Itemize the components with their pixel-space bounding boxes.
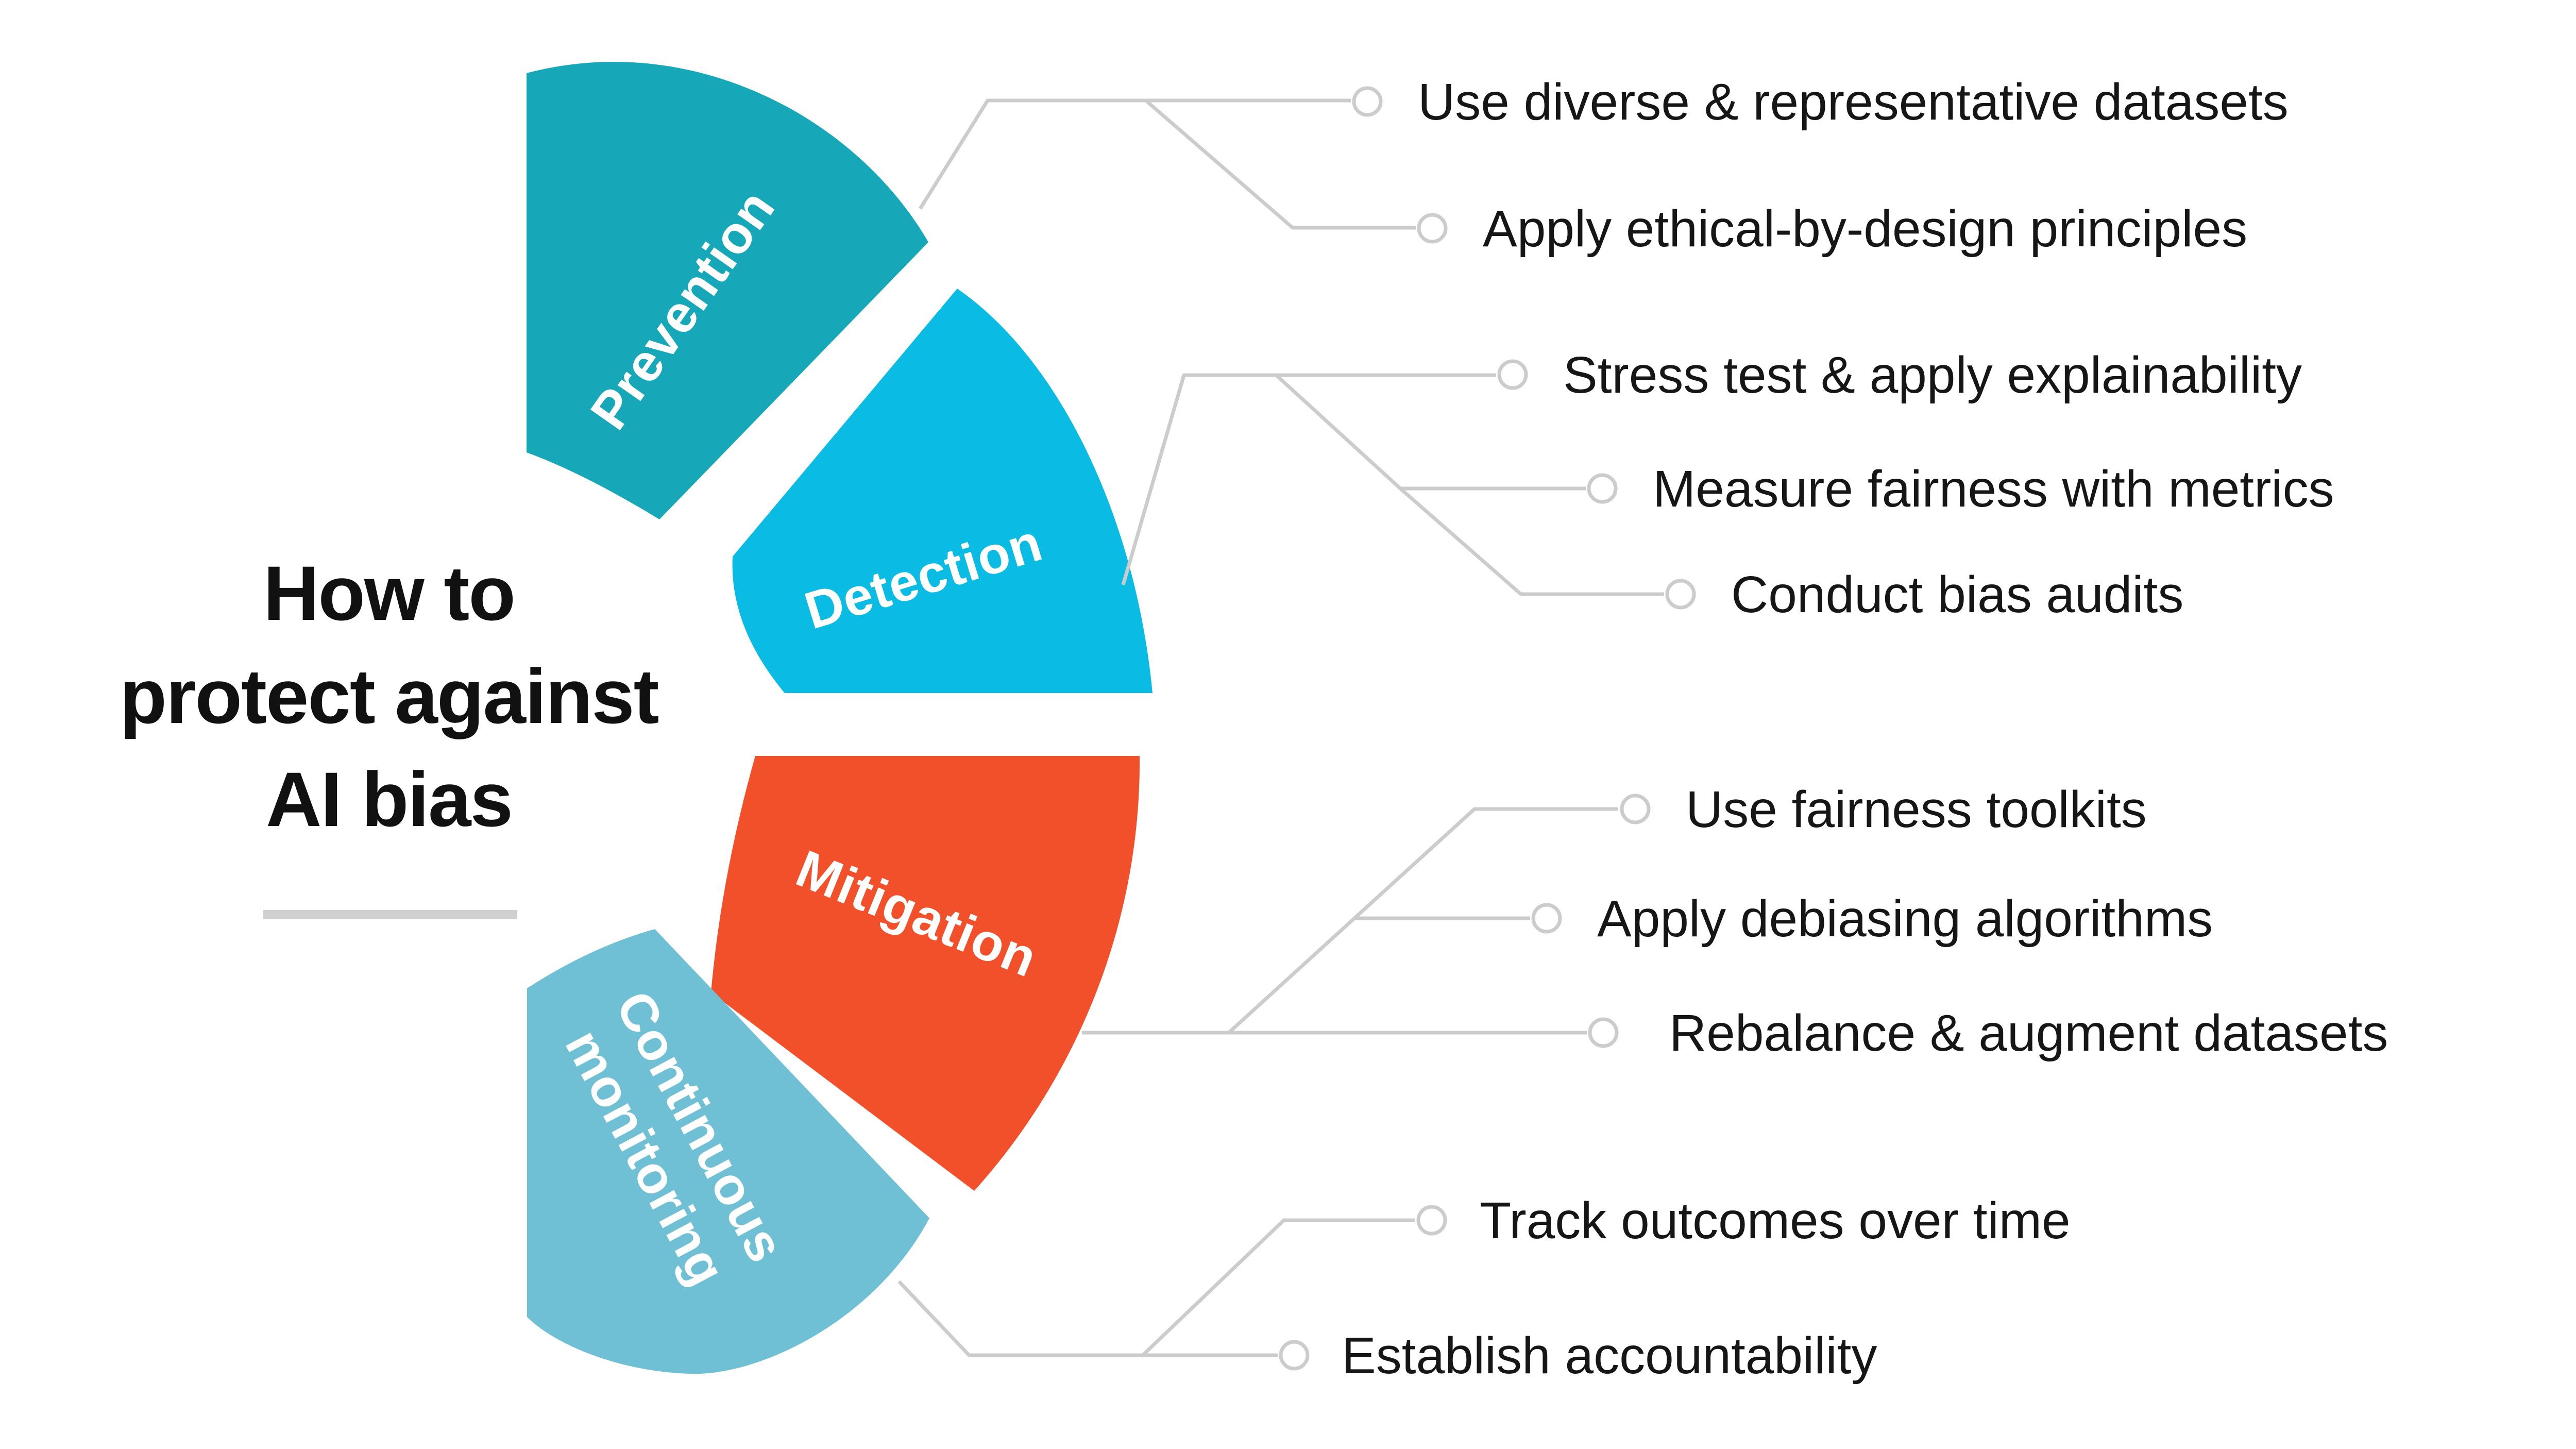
- wedge-detection: [732, 289, 1153, 693]
- wedge-mitigation: [711, 756, 1140, 1191]
- connector-detection-branch-2: [1399, 487, 1664, 596]
- bullet-text: Track outcomes over time: [1480, 1192, 2071, 1250]
- wedge-prevention: [527, 62, 928, 520]
- bullet-text: Establish accountability: [1342, 1327, 1877, 1385]
- title-underline: [263, 910, 517, 919]
- bullet-text: Apply ethical-by-design principles: [1483, 200, 2247, 258]
- bullet-marker: [1352, 86, 1383, 117]
- fan-chart: Prevention Detection Mitigation Continuo…: [527, 62, 1153, 1374]
- bullet-text: Use fairness toolkits: [1686, 781, 2147, 838]
- bullet-marker: [1417, 213, 1448, 244]
- title-line-3: AI bias: [266, 756, 512, 843]
- connector-monitoring-branch: [1141, 1218, 1415, 1357]
- bullet-text: Conduct bias audits: [1731, 566, 2183, 624]
- title-line-2: protect against: [120, 653, 658, 739]
- page-title: How to protect against AI bias: [120, 550, 660, 919]
- connector-monitoring-main: [897, 1280, 1278, 1357]
- bullet-text: Stress test & apply explainability: [1563, 346, 2302, 404]
- connectors: [897, 98, 1664, 1357]
- connector-detection-branch-1: [1275, 374, 1586, 491]
- bullet-text: Apply debiasing algorithms: [1597, 890, 2213, 948]
- connector-prevention-main: [919, 98, 1351, 210]
- bullet-marker: [1497, 359, 1528, 390]
- title-line-1: How to: [263, 550, 515, 636]
- connector-prevention-branch: [1144, 99, 1416, 230]
- bullet-text: Use diverse & representative datasets: [1418, 73, 2289, 131]
- bullet-text: Measure fairness with metrics: [1653, 460, 2334, 518]
- bullet-text: Rebalance & augment datasets: [1669, 1004, 2388, 1062]
- bullet-marker: [1620, 794, 1651, 824]
- bullet-marker: [1587, 473, 1618, 504]
- connector-detection-main: [1121, 373, 1496, 585]
- bullet-list: Use diverse & representative datasets Ap…: [1279, 73, 2388, 1385]
- bullet-marker: [1279, 1340, 1310, 1371]
- bullet-marker: [1531, 903, 1562, 934]
- bullet-marker: [1665, 579, 1696, 610]
- bullet-marker: [1588, 1017, 1619, 1048]
- bullet-marker: [1416, 1205, 1447, 1236]
- connector-mitigation-diagonal: [1227, 807, 1618, 1034]
- wedge-continuous-monitoring: [527, 929, 929, 1374]
